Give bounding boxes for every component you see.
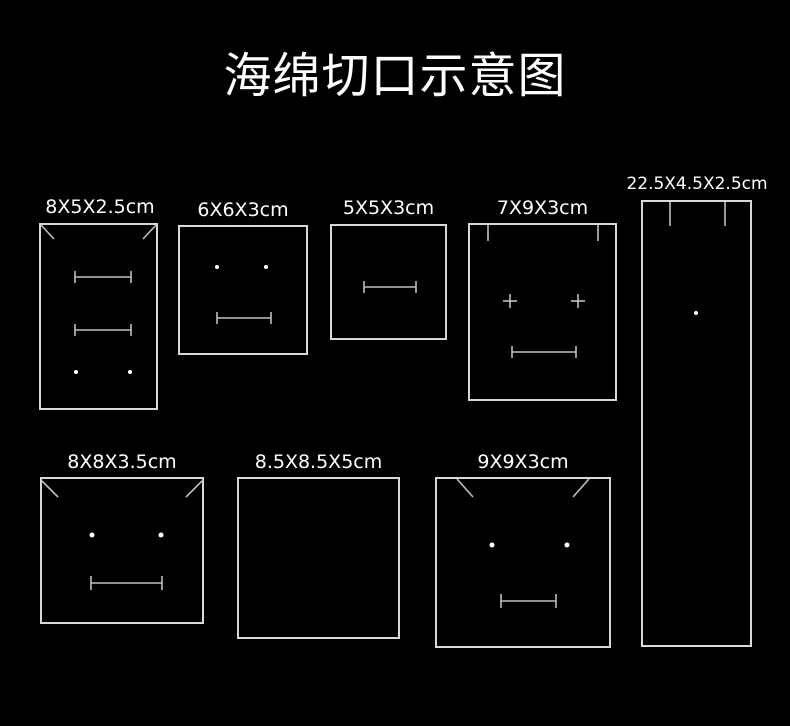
size-label: 8X5X2.5cm (45, 196, 155, 218)
sponge-8.5x8.5x5 (237, 477, 400, 639)
size-label: 5X5X3cm (342, 197, 435, 219)
cut-marks (669, 202, 726, 315)
cut-marks (40, 224, 157, 374)
cut-marks (363, 281, 417, 293)
size-label: 8X8X3.5cm (67, 451, 177, 473)
size-label: 6X6X3cm (197, 199, 289, 221)
page-title: 海绵切口示意图 (223, 48, 567, 104)
size-label: 8.5X8.5X5cm (254, 451, 383, 473)
cut-marks (456, 478, 590, 608)
size-label: 9X9X3cm (477, 451, 569, 473)
sponge-9x9x3 (435, 477, 611, 648)
cut-marks (215, 265, 272, 324)
size-label: 7X9X3cm (496, 197, 589, 219)
sponge-8x5x2.5 (39, 223, 158, 410)
sponge-5x5x3 (330, 224, 447, 340)
sponge-8x8x3.5 (40, 477, 204, 624)
size-label: 22.5X4.5X2.5cm (626, 174, 768, 194)
cut-marks (41, 480, 203, 590)
sponge-6x6x3 (178, 225, 308, 355)
sponge-22.5x4.5x2.5 (641, 200, 752, 647)
cut-marks (487, 225, 599, 358)
sponge-7x9x3 (468, 223, 617, 401)
